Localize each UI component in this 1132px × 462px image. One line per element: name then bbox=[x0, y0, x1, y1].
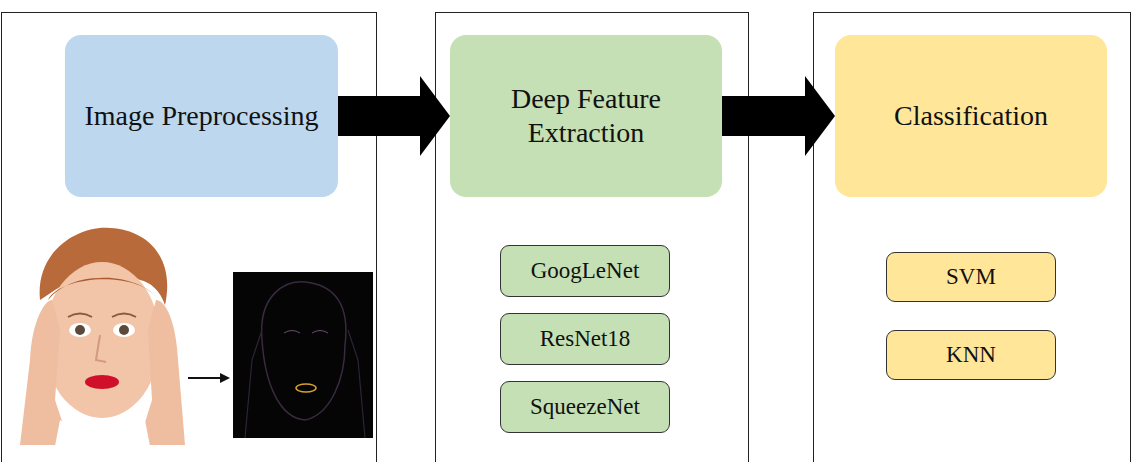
node-label: Image Preprocessing bbox=[84, 99, 318, 133]
block-arrow bbox=[338, 76, 450, 156]
node-label: SqueezeNet bbox=[530, 393, 640, 421]
model-box: ResNet18 bbox=[500, 313, 670, 365]
stage-box: Classification bbox=[835, 35, 1107, 197]
model-box: GoogLeNet bbox=[500, 245, 670, 297]
processed-image bbox=[233, 272, 373, 438]
node-label: GoogLeNet bbox=[531, 257, 640, 285]
model-box: SqueezeNet bbox=[500, 381, 670, 433]
node-label: ResNet18 bbox=[540, 325, 631, 353]
block-arrow bbox=[722, 76, 835, 156]
node-label: KNN bbox=[946, 341, 996, 369]
face-photo bbox=[15, 228, 187, 446]
stage-box: Deep Feature Extraction bbox=[450, 35, 722, 197]
stage-box: Image Preprocessing bbox=[65, 35, 338, 197]
node-label: Classification bbox=[894, 99, 1048, 133]
node-label: Deep Feature Extraction bbox=[465, 82, 707, 149]
node-label: SVM bbox=[946, 263, 996, 291]
classifier-box: SVM bbox=[886, 252, 1056, 302]
small-arrowhead bbox=[220, 373, 230, 383]
classifier-box: KNN bbox=[886, 330, 1056, 380]
small-arrow bbox=[188, 377, 222, 379]
